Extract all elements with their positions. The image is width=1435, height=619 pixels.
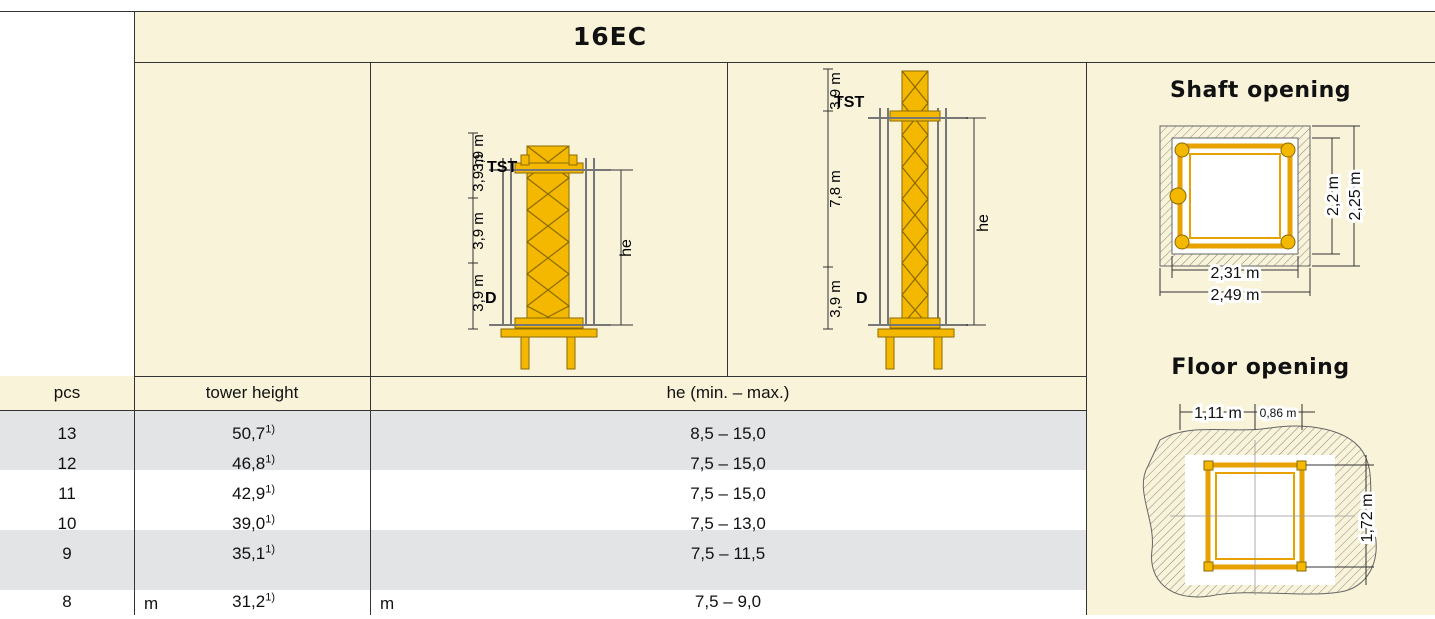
tst-label-2: TST [834, 94, 864, 111]
column-header-bottom-line [0, 410, 1086, 411]
row-2-pcs: 12 [57, 454, 77, 473]
dim-label-1: 3,9 m [470, 154, 487, 192]
top-border [0, 11, 1435, 12]
row-4-tower-height: 39,01) [232, 513, 275, 533]
shaft-opening-diagram: 2,31 m 2,49 m 2,2 m 2,25 m [1159, 125, 1365, 307]
row-4-he: 7,5 – 13,0 [690, 514, 766, 533]
row-3-pcs: 11 [58, 484, 76, 503]
row-3-tower-height: 42,91) [232, 483, 275, 503]
col-header-he-range: he (min. – max.) [666, 383, 790, 402]
row-band-white [0, 470, 1086, 530]
right-panel-line [1086, 62, 1087, 615]
floor-opening-title: Floor opening [1171, 355, 1350, 380]
dim-label-2: 3,9 m [470, 212, 487, 250]
row-2-tower-height: 46,81) [232, 453, 275, 473]
row-6-pcs: 8 [62, 592, 72, 611]
row-2-he: 7,5 – 15,0 [690, 454, 766, 473]
shaft-outer-width: 2,49 m [1211, 287, 1260, 304]
he-unit: m [380, 594, 395, 613]
dim-bottom-label: 3,9 m [827, 280, 844, 318]
row-4-pcs: 10 [57, 514, 77, 533]
row-3-he: 7,5 – 15,0 [690, 484, 766, 503]
col-header-tower-height: tower height [205, 383, 299, 402]
dim-top-label: 3,9 m [827, 72, 844, 110]
dim-mid-label: 7,8 m [827, 170, 844, 208]
d-label-2: D [856, 290, 868, 307]
row-1-he: 8,5 – 15,0 [690, 424, 766, 443]
dim-label-4: 3,9 m [470, 134, 487, 172]
col-header-pcs: pcs [53, 383, 81, 402]
dim-label-3: 3,9 m [470, 274, 487, 312]
he-label-1: he [618, 239, 635, 257]
tower-height-unit: m [144, 594, 159, 613]
climbing-tower-diagram-2: 3,9 m 7,8 m 3,9 m he TST D [823, 68, 992, 370]
floor-dim-a: 1,11 m [1194, 405, 1242, 422]
row-1-pcs: 13 [57, 424, 77, 443]
header-divider [134, 62, 1435, 63]
model-title: 16EC [572, 22, 648, 51]
he-label-2: he [975, 214, 992, 232]
shaft-outer-height: 2,25 m [1347, 172, 1364, 221]
row-5-pcs: 9 [62, 544, 72, 563]
row-band-grey-2 [0, 530, 1086, 590]
row-6-he: 7,5 – 9,0 [694, 592, 762, 611]
column-header-top-line [134, 376, 1086, 377]
tower-column-line [370, 62, 371, 615]
shaft-inner-height: 2,2 m [1325, 176, 1342, 216]
d-label-1: D [485, 290, 497, 307]
row-5-he: 7,5 – 11,5 [690, 544, 766, 563]
row-1-tower-height: 50,71) [232, 423, 275, 443]
row-5-tower-height: 35,11) [232, 543, 275, 563]
floor-opening-diagram: 1,11 m 0,86 m 1,72 m [1142, 402, 1379, 598]
floor-dim-b: 0,86 m [1260, 406, 1297, 420]
floor-dim-h: 1,72 m [1359, 494, 1376, 543]
tst-label-1: TST [487, 159, 517, 176]
climbing-tower-diagram-1: 3,9 m 3,9 m 3,9 m he TST D 3,9 m [468, 132, 635, 370]
row-band-grey-1 [0, 410, 1086, 470]
shaft-opening-title: Shaft opening [1170, 78, 1351, 103]
diagram-divider-line [727, 62, 728, 376]
column-header-background [0, 376, 1086, 410]
row-6-tower-height: 31,21) [232, 591, 275, 611]
shaft-inner-width: 2,31 m [1211, 265, 1260, 282]
pcs-column-line [134, 11, 135, 615]
row-band-white-2 [0, 590, 1086, 615]
